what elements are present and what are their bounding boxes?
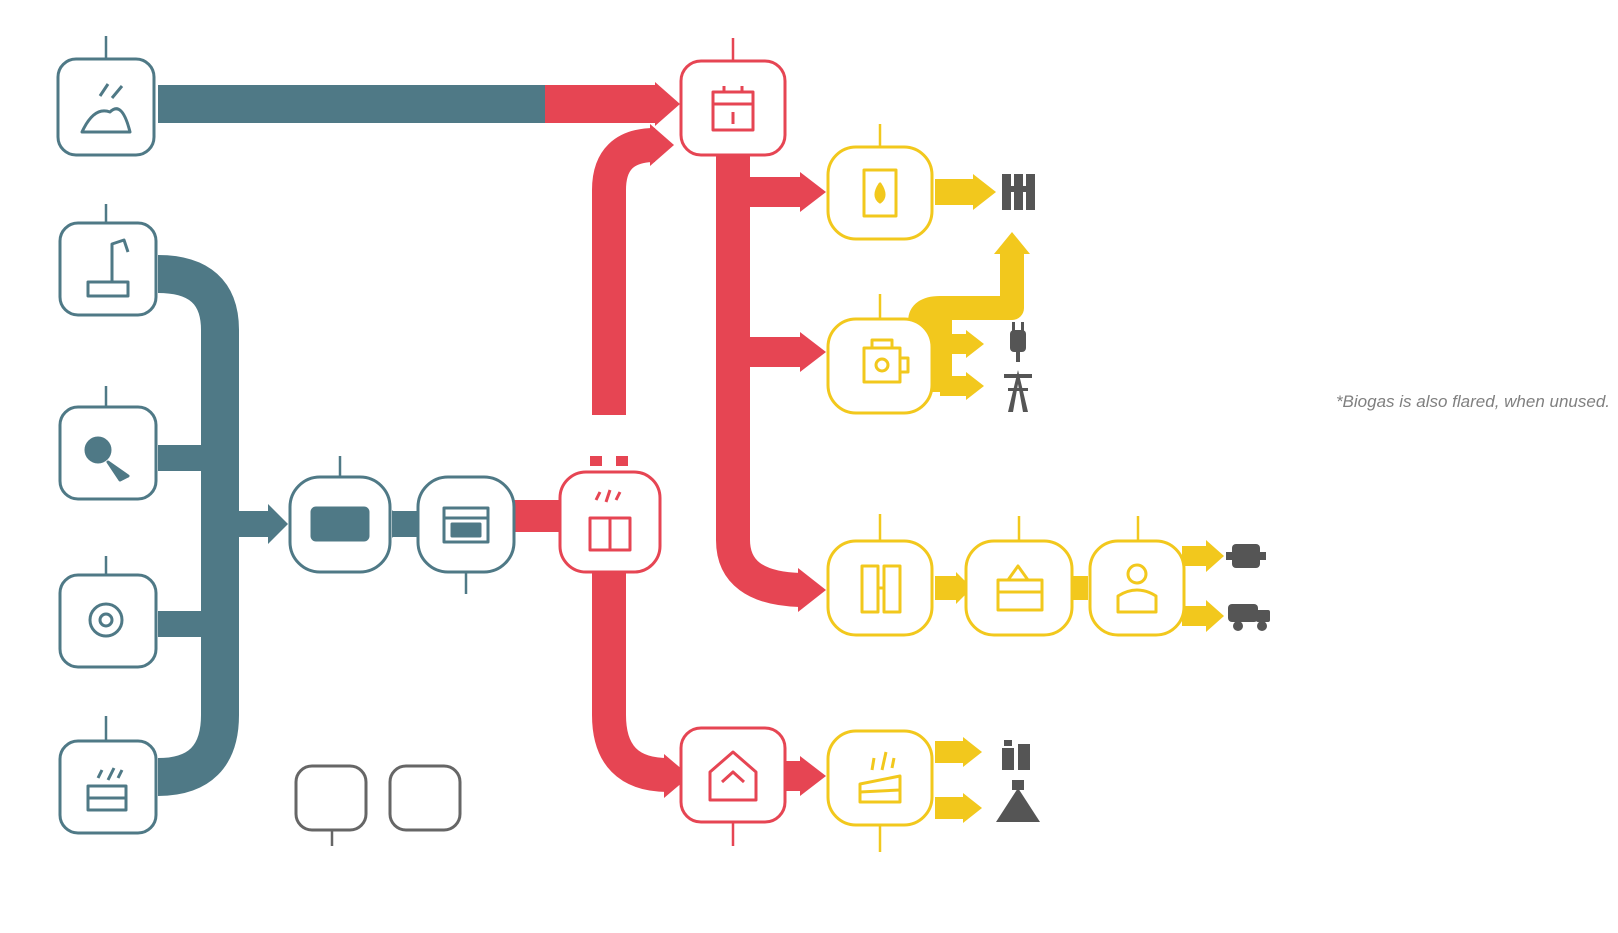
landfill-icon bbox=[80, 83, 132, 134]
biogas-node bbox=[679, 59, 787, 157]
digestate-mgmt-node bbox=[826, 729, 934, 827]
industrial-waste-icon bbox=[86, 767, 128, 812]
digester-to-digestate bbox=[592, 570, 669, 792]
chp-engine-icon bbox=[862, 338, 910, 384]
biogas-icon bbox=[711, 86, 755, 132]
fertilizer-icon bbox=[1002, 740, 1030, 770]
pipeline-icon bbox=[1226, 544, 1266, 568]
heat-radiator-icon bbox=[1002, 174, 1035, 210]
chp-node bbox=[826, 317, 934, 415]
biogas-upgrading-icon bbox=[860, 564, 902, 614]
arrowhead bbox=[963, 737, 982, 767]
food-waste-node bbox=[58, 573, 158, 669]
arrowhead bbox=[994, 232, 1030, 254]
arrowhead bbox=[973, 174, 996, 210]
farm-manure-node bbox=[58, 221, 158, 317]
sewage-sludge-icon bbox=[84, 436, 130, 482]
arrowhead bbox=[800, 172, 826, 212]
arrowhead bbox=[655, 82, 680, 126]
pretreatment-icon bbox=[310, 506, 370, 542]
arrowhead bbox=[956, 572, 972, 604]
arrowhead bbox=[1206, 600, 1224, 632]
rng-station-node bbox=[1088, 539, 1186, 637]
digester-marker bbox=[616, 456, 628, 466]
arrowhead bbox=[1206, 540, 1224, 572]
anaerobic-digester-icon bbox=[588, 489, 632, 552]
arrowhead bbox=[392, 510, 404, 538]
biogas-trunk bbox=[716, 150, 801, 607]
pipeline-injection-icon bbox=[996, 564, 1044, 612]
power-plug-icon bbox=[1010, 322, 1026, 362]
digestate-icon bbox=[708, 750, 758, 802]
food-waste-icon bbox=[88, 602, 124, 638]
arrowhead bbox=[268, 504, 288, 544]
arrowhead bbox=[650, 124, 674, 166]
digester-marker bbox=[590, 456, 602, 466]
feedstock-collector bbox=[157, 255, 239, 796]
arrowhead bbox=[966, 330, 984, 358]
fueling-station-icon bbox=[1116, 563, 1158, 614]
arrowhead bbox=[800, 332, 826, 372]
digestate-management-icon bbox=[858, 751, 902, 804]
digester-to-biogas bbox=[592, 128, 656, 415]
legend-box-2 bbox=[388, 764, 462, 832]
soil-amendment-icon bbox=[996, 780, 1040, 822]
arrowhead bbox=[664, 754, 690, 798]
landfill-node bbox=[56, 57, 156, 157]
boiler-icon bbox=[862, 168, 898, 218]
arrowhead bbox=[963, 793, 982, 823]
transmission-tower-icon bbox=[1004, 370, 1032, 412]
arrowhead bbox=[800, 756, 826, 796]
legend-box-1 bbox=[294, 764, 368, 832]
chp-heat-return bbox=[908, 252, 1024, 335]
vehicle-icon bbox=[1228, 604, 1270, 631]
storage-tank-icon bbox=[442, 506, 490, 544]
arrowhead bbox=[966, 372, 984, 400]
rng-injection-node bbox=[964, 539, 1074, 637]
digestate-node bbox=[679, 726, 787, 824]
flare-note: *Biogas is also flared, when unused. bbox=[1335, 392, 1610, 411]
farm-manure-icon bbox=[86, 238, 130, 298]
arrowhead bbox=[798, 568, 826, 612]
